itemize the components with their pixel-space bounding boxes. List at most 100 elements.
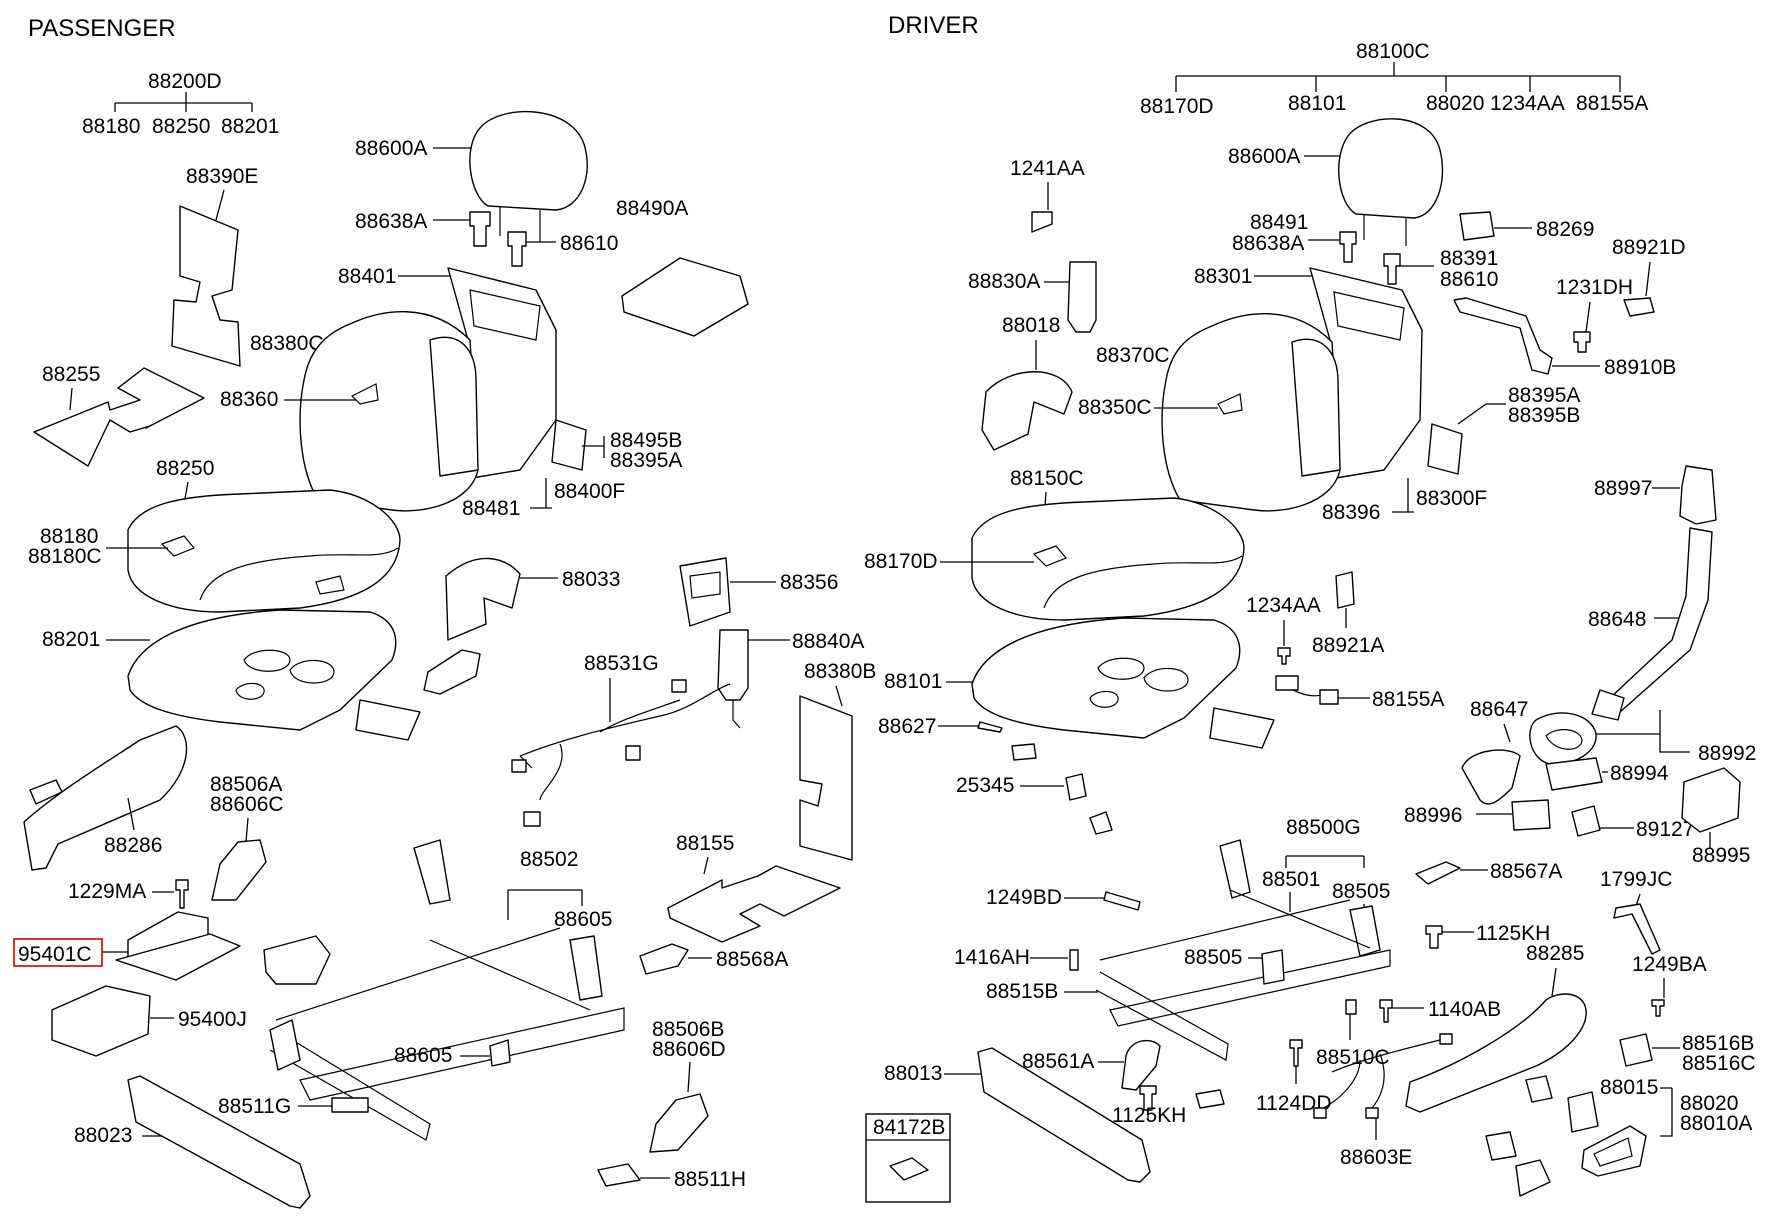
label-88506B[interactable]: 88506B: [652, 1018, 724, 1041]
label-88491[interactable]: 88491: [1250, 211, 1308, 234]
label-88395A-p[interactable]: 88395A: [610, 449, 682, 472]
label-88150C[interactable]: 88150C: [1010, 467, 1084, 490]
label-88495B[interactable]: 88495B: [610, 429, 682, 452]
label-88606C[interactable]: 88606C: [210, 793, 284, 816]
label-88567A[interactable]: 88567A: [1490, 860, 1562, 883]
label-89127[interactable]: 89127: [1636, 818, 1694, 841]
label-88395A-d[interactable]: 88395A: [1508, 384, 1580, 407]
label-88395B[interactable]: 88395B: [1508, 404, 1580, 427]
label-88910B[interactable]: 88910B: [1604, 356, 1676, 379]
label-88201-sub[interactable]: 88201: [221, 115, 279, 138]
label-88994[interactable]: 88994: [1610, 762, 1669, 785]
label-88170D[interactable]: 88170D: [864, 550, 938, 573]
label-88255[interactable]: 88255: [42, 363, 100, 386]
label-88201[interactable]: 88201: [42, 628, 100, 651]
label-95401C[interactable]: 95401C: [18, 943, 92, 966]
label-88505-b[interactable]: 88505: [1184, 946, 1242, 969]
label-88516B[interactable]: 88516B: [1682, 1032, 1754, 1055]
label-88285[interactable]: 88285: [1526, 942, 1584, 965]
label-88648[interactable]: 88648: [1588, 608, 1646, 631]
label-88155A[interactable]: 88155A: [1372, 688, 1444, 711]
label-88301[interactable]: 88301: [1194, 265, 1252, 288]
label-88638A-p[interactable]: 88638A: [355, 210, 427, 233]
label-88840A[interactable]: 88840A: [792, 630, 864, 653]
label-1249BA[interactable]: 1249BA: [1632, 953, 1707, 976]
label-88390E[interactable]: 88390E: [186, 165, 258, 188]
label-88606D[interactable]: 88606D: [652, 1038, 726, 1061]
label-1234AA[interactable]: 1234AA: [1246, 594, 1321, 617]
label-88155A-sub[interactable]: 88155A: [1576, 92, 1648, 115]
label-88200D[interactable]: 88200D: [148, 70, 222, 93]
label-88600A-p[interactable]: 88600A: [355, 137, 427, 160]
label-88830A[interactable]: 88830A: [968, 270, 1040, 293]
label-88101[interactable]: 88101: [884, 670, 942, 693]
label-88020-sub[interactable]: 88020: [1426, 92, 1484, 115]
label-88180-sub[interactable]: 88180: [82, 115, 140, 138]
label-88603E[interactable]: 88603E: [1340, 1146, 1412, 1169]
label-88996[interactable]: 88996: [1404, 804, 1462, 827]
label-88921D[interactable]: 88921D: [1612, 236, 1686, 259]
label-88286[interactable]: 88286: [104, 834, 162, 857]
label-88360[interactable]: 88360: [220, 388, 278, 411]
label-88350C[interactable]: 88350C: [1078, 396, 1152, 419]
label-88015[interactable]: 88015: [1600, 1076, 1658, 1099]
label-88995[interactable]: 88995: [1692, 844, 1750, 867]
label-88561A[interactable]: 88561A: [1022, 1050, 1094, 1073]
label-88610-d[interactable]: 88610: [1440, 268, 1498, 291]
label-88531G[interactable]: 88531G: [584, 652, 659, 675]
label-1249BD[interactable]: 1249BD: [986, 886, 1062, 909]
label-1125KH-b[interactable]: 1125KH: [1112, 1104, 1186, 1127]
label-88568A[interactable]: 88568A: [716, 948, 788, 971]
label-88180[interactable]: 88180: [40, 525, 98, 548]
label-88180C[interactable]: 88180C: [28, 545, 102, 568]
label-88600A-d[interactable]: 88600A: [1228, 145, 1300, 168]
label-88033[interactable]: 88033: [562, 568, 620, 591]
label-88505-a[interactable]: 88505: [1332, 880, 1390, 903]
label-88396[interactable]: 88396: [1322, 501, 1380, 524]
label-88101-sub[interactable]: 88101: [1288, 92, 1346, 115]
label-25345[interactable]: 25345: [956, 774, 1014, 797]
label-88023[interactable]: 88023: [74, 1124, 132, 1147]
label-88605-a[interactable]: 88605: [554, 908, 612, 931]
label-95400J[interactable]: 95400J: [178, 1008, 247, 1031]
label-88020-b[interactable]: 88020: [1680, 1092, 1738, 1115]
label-88506A[interactable]: 88506A: [210, 773, 282, 796]
label-88380B[interactable]: 88380B: [804, 660, 876, 683]
label-88610-p[interactable]: 88610: [560, 232, 618, 255]
label-1241AA[interactable]: 1241AA: [1010, 157, 1085, 180]
label-88250-sub[interactable]: 88250: [152, 115, 210, 138]
label-88510C[interactable]: 88510C: [1316, 1046, 1390, 1069]
label-88100C[interactable]: 88100C: [1356, 40, 1430, 63]
label-88300F[interactable]: 88300F: [1416, 487, 1487, 510]
label-88992[interactable]: 88992: [1698, 742, 1756, 765]
label-88501[interactable]: 88501: [1262, 868, 1320, 891]
label-84172B[interactable]: 84172B: [873, 1116, 945, 1139]
label-88370C[interactable]: 88370C: [1096, 344, 1170, 367]
label-88401[interactable]: 88401: [338, 265, 396, 288]
label-88511G[interactable]: 88511G: [218, 1095, 291, 1118]
label-88010A[interactable]: 88010A: [1680, 1112, 1752, 1135]
label-88627[interactable]: 88627: [878, 715, 936, 738]
label-1231DH[interactable]: 1231DH: [1556, 276, 1633, 299]
label-88400F[interactable]: 88400F: [554, 480, 625, 503]
label-88500G[interactable]: 88500G: [1286, 816, 1361, 839]
label-1229MA[interactable]: 1229MA: [68, 880, 146, 903]
label-88997[interactable]: 88997: [1594, 477, 1652, 500]
label-88515B[interactable]: 88515B: [986, 980, 1058, 1003]
label-88380C[interactable]: 88380C: [250, 332, 324, 355]
label-88511H[interactable]: 88511H: [674, 1168, 746, 1191]
label-88516C[interactable]: 88516C: [1682, 1052, 1756, 1075]
label-88647[interactable]: 88647: [1470, 698, 1528, 721]
label-1124DD[interactable]: 1124DD: [1256, 1092, 1332, 1115]
label-88269[interactable]: 88269: [1536, 218, 1594, 241]
label-88605-b[interactable]: 88605: [394, 1044, 452, 1067]
label-88013[interactable]: 88013: [884, 1062, 942, 1085]
label-88502[interactable]: 88502: [520, 848, 578, 871]
label-1416AH[interactable]: 1416AH: [954, 946, 1030, 969]
label-88391[interactable]: 88391: [1440, 247, 1498, 270]
label-88018[interactable]: 88018: [1002, 314, 1060, 337]
label-88921A[interactable]: 88921A: [1312, 634, 1384, 657]
label-1234AA-sub[interactable]: 1234AA: [1490, 92, 1565, 115]
label-88170D-sub[interactable]: 88170D: [1140, 95, 1214, 118]
label-1140AB[interactable]: 1140AB: [1428, 998, 1501, 1021]
